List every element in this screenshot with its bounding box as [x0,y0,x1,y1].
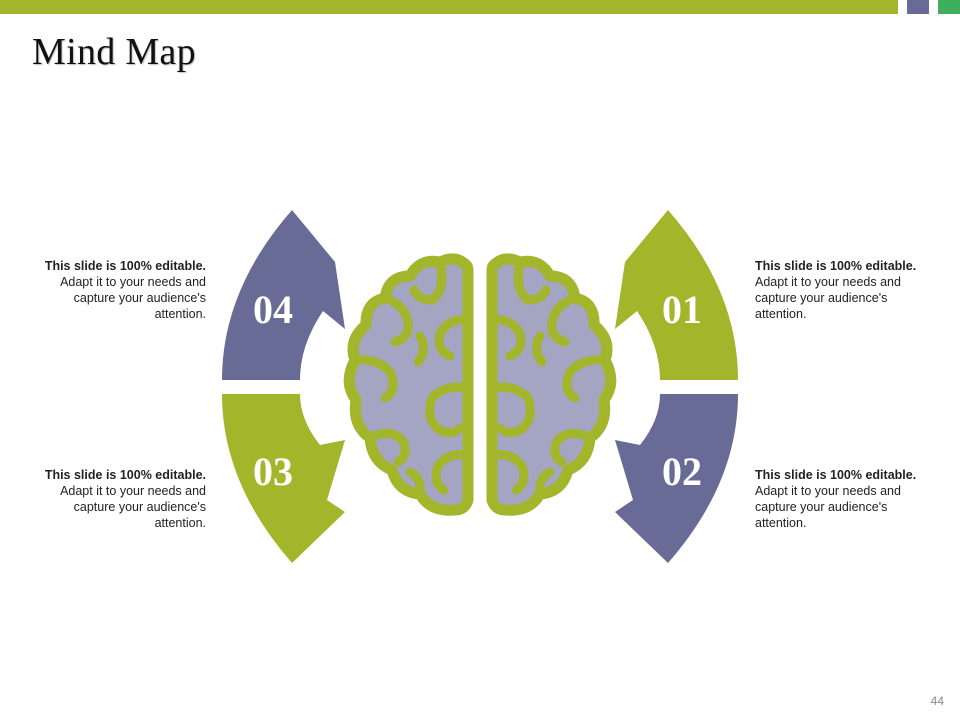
top-accent-square-green [938,0,960,14]
callout-02-text: Adapt it to your needs and capture your … [755,484,901,530]
callout-01-bold: This slide is 100% editable. [755,259,917,273]
segment-01-number: 01 [662,287,702,332]
top-accent-bar [0,0,898,14]
brain-icon [343,253,617,516]
callout-01-text: Adapt it to your needs and capture your … [755,275,901,321]
segment-01-shape [615,210,738,380]
segment-04-shape [222,210,345,380]
callout-02-bold: This slide is 100% editable. [755,468,917,482]
segment-02-shape [615,394,738,563]
callout-03-bold: This slide is 100% editable. [44,468,206,482]
segment-03-number: 03 [253,449,293,494]
callout-04-bold: This slide is 100% editable. [44,259,206,273]
callout-03-text: Adapt it to your needs and capture your … [60,484,206,530]
callout-01: This slide is 100% editable. Adapt it to… [755,258,930,322]
page-number: 44 [930,694,944,708]
callout-03: This slide is 100% editable. Adapt it to… [31,467,206,531]
callout-02: This slide is 100% editable. Adapt it to… [755,467,930,531]
segment-03-shape [222,394,345,563]
slide-title: Mind Map [32,31,196,73]
segment-02-number: 02 [662,449,702,494]
segment-04-number: 04 [253,287,293,332]
callout-04: This slide is 100% editable. Adapt it to… [31,258,206,322]
callout-04-text: Adapt it to your needs and capture your … [60,275,206,321]
top-accent-square-purple [907,0,929,14]
